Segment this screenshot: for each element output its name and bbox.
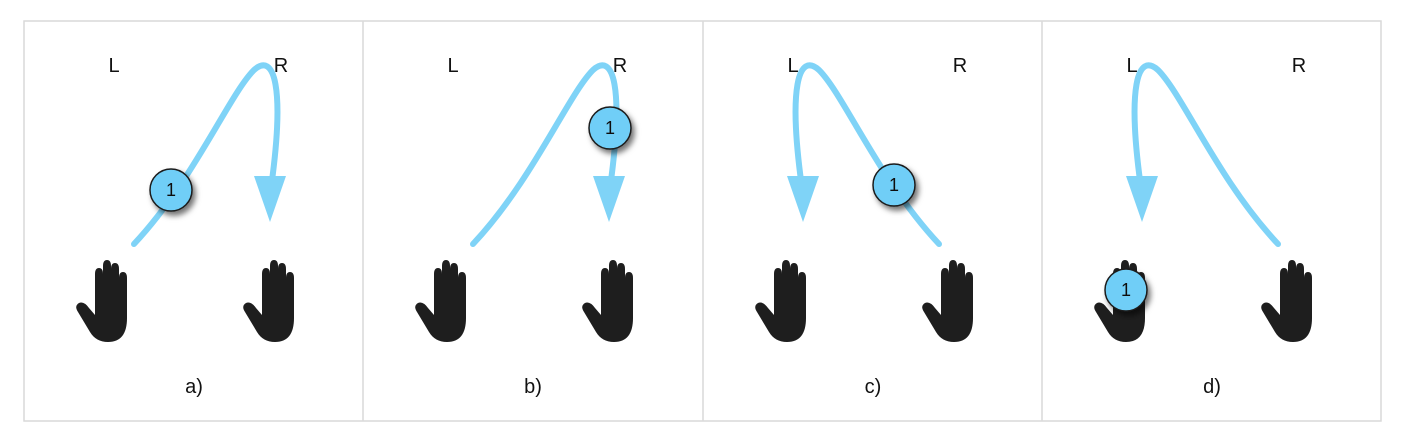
left-hand-label: L — [787, 55, 798, 77]
right-hand-label: R — [953, 55, 967, 77]
left-hand-label: L — [447, 55, 458, 77]
ball-number: 1 — [166, 180, 176, 200]
arrowhead-icon — [787, 176, 819, 222]
panel-c: L R 1 c) — [755, 55, 973, 398]
panel-d: L R 1 d) — [1094, 55, 1312, 398]
arrowhead-icon — [593, 176, 625, 222]
ball-number: 1 — [605, 118, 615, 138]
ball: 1 — [588, 106, 632, 150]
panel-b: L R 1 b) — [415, 55, 633, 398]
panel-caption: a) — [185, 376, 203, 398]
right-hand-label: R — [613, 55, 627, 77]
arrowhead-icon — [1126, 176, 1158, 222]
ball: 1 — [149, 168, 193, 212]
right-hand-label: R — [274, 55, 288, 77]
panel-caption: b) — [524, 376, 542, 398]
ball-circle — [1104, 268, 1148, 312]
ball-circle — [149, 168, 193, 212]
throw-trajectory — [1131, 62, 1281, 247]
ball-number: 1 — [889, 175, 899, 195]
ball: 1 — [872, 163, 916, 207]
panel-caption: d) — [1203, 376, 1221, 398]
left-hand-label: L — [1126, 55, 1137, 77]
ball-number: 1 — [1121, 280, 1131, 300]
panels: L R 1 a) L R 1 b) L R 1 c) L R 1 d) — [76, 55, 1312, 398]
right-hand-label: R — [1292, 55, 1306, 77]
arrowhead-icon — [254, 176, 286, 222]
panel-a: L R 1 a) — [76, 55, 294, 398]
ball: 1 — [1104, 268, 1148, 312]
ball-circle — [872, 163, 916, 207]
panel-caption: c) — [865, 376, 882, 398]
ball-circle — [588, 106, 632, 150]
left-hand-label: L — [108, 55, 119, 77]
